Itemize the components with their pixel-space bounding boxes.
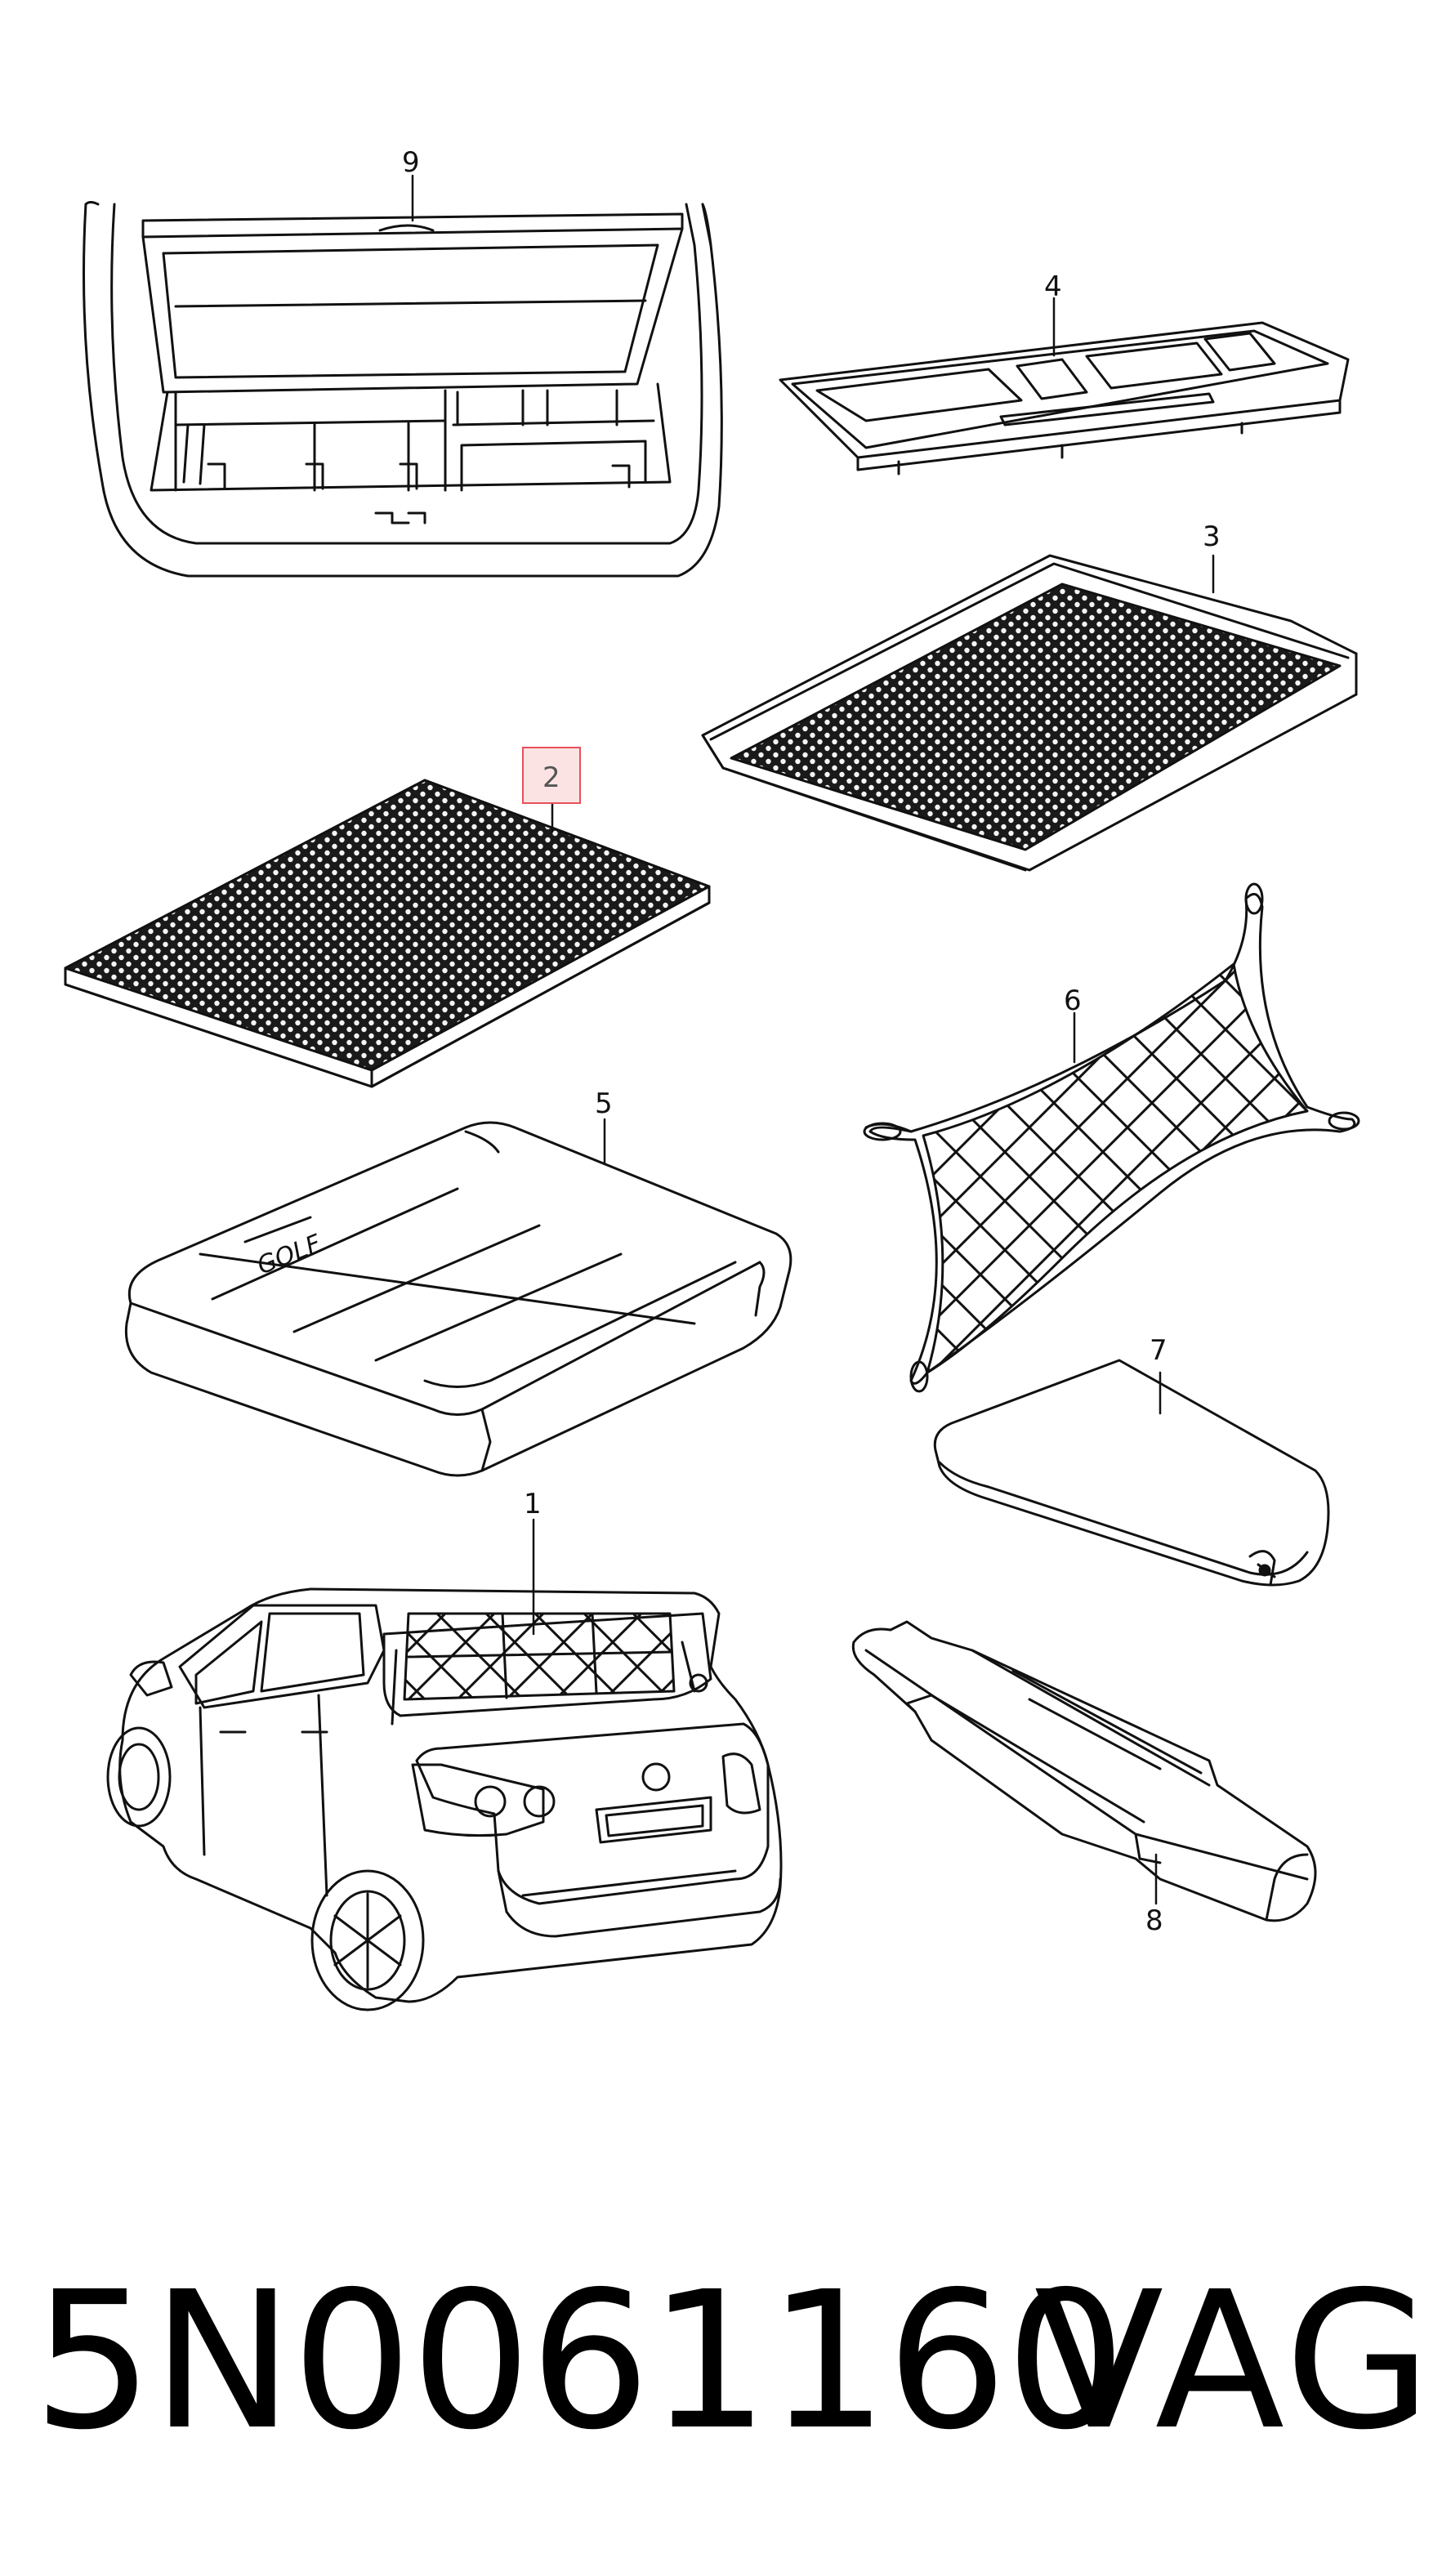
cushion-brand-text: GOLF — [253, 1229, 326, 1280]
part-8-roller-cover — [851, 1620, 1317, 1922]
callout-7[interactable]: 7 — [1150, 1334, 1167, 1367]
part-2-mesh-mat — [64, 779, 711, 1088]
callout-2[interactable]: 2 — [542, 761, 560, 794]
brand-name: VAG — [1034, 2251, 1435, 2471]
callout-4[interactable]: 4 — [1044, 270, 1062, 303]
callout-9[interactable]: 9 — [402, 146, 420, 179]
part-5-cushion — [124, 1121, 792, 1477]
callout-5[interactable]: 5 — [595, 1087, 613, 1120]
part-7-cover-pad — [933, 1359, 1330, 1587]
footer-banner: 5N0061160 VAG — [0, 2255, 1451, 2467]
callout-1[interactable]: 1 — [524, 1488, 542, 1520]
part-1-vehicle-separation-net — [106, 1587, 783, 2011]
part-3-framed-mesh-liner — [701, 554, 1358, 872]
callout-leaders — [411, 174, 1215, 1905]
part-number: 5N0061160 — [33, 2251, 1126, 2471]
callout-numbers: 9 4 3 2 5 6 7 8 1 — [402, 146, 1221, 1937]
part-9-trunk-organizer — [83, 201, 723, 578]
part-4-storage-tray — [779, 321, 1350, 475]
callout-8[interactable]: 8 — [1145, 1904, 1163, 1937]
callout-6[interactable]: 6 — [1064, 984, 1082, 1017]
callout-2-highlight-box — [522, 747, 581, 804]
callout-3[interactable]: 3 — [1203, 520, 1221, 553]
exploded-parts-diagram: 9 4 3 2 5 6 7 8 1 GOLF — [64, 146, 1360, 2011]
part-6-elastic-net — [863, 882, 1360, 1393]
